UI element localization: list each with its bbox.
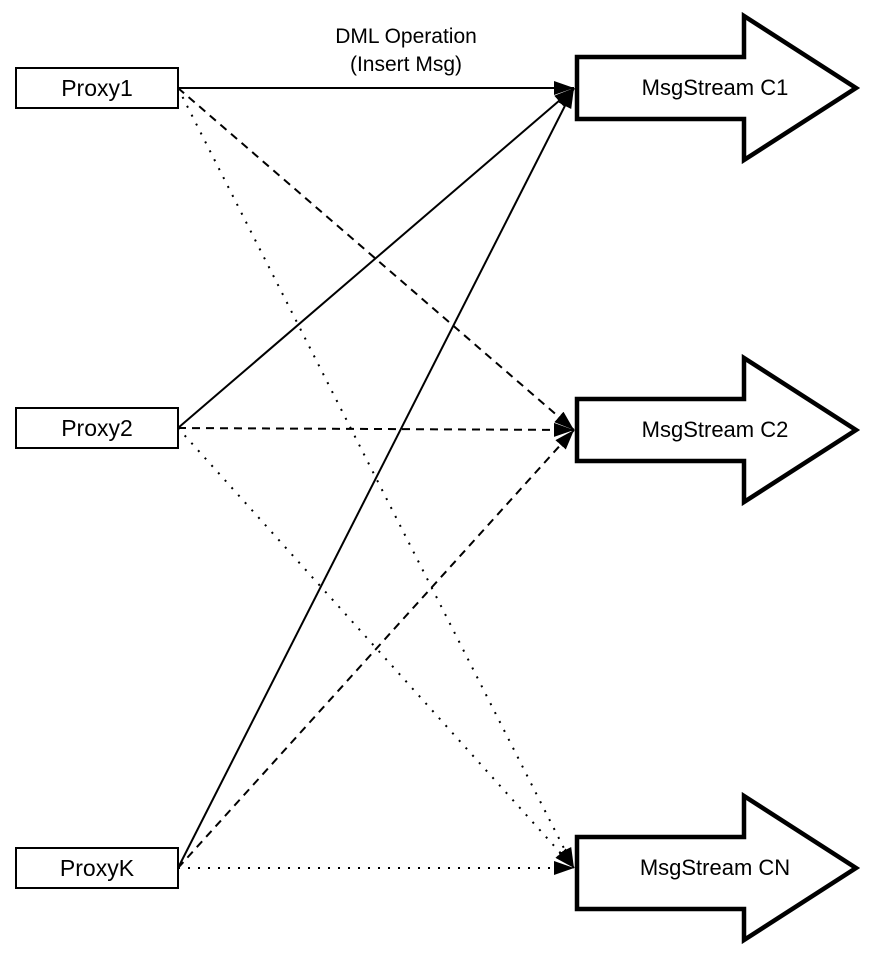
proxy1-label: Proxy1 <box>61 75 133 101</box>
proxyk-label: ProxyK <box>60 855 135 881</box>
stream-cn-label: MsgStream CN <box>640 855 790 880</box>
connector-proxyk-c1-solid <box>177 87 575 869</box>
proxyk-box <box>15 847 179 889</box>
stream-c2: MsgStream C2 <box>574 353 861 507</box>
proxyk-node: ProxyK <box>15 847 179 889</box>
stream-c1: MsgStream C1 <box>574 11 861 165</box>
caption-line1: DML Operation <box>335 25 477 48</box>
stream-cn: MsgStream CN <box>574 791 861 945</box>
stream-c2-label: MsgStream C2 <box>642 417 789 442</box>
proxy2-node: Proxy2 <box>15 407 179 449</box>
connector-proxyk-c2-dashed <box>177 429 575 869</box>
proxy2-label: Proxy2 <box>61 415 133 441</box>
connector-proxy2-c1-solid <box>177 87 575 429</box>
stream-cn-block-arrow-icon <box>574 791 861 945</box>
proxy1-node: Proxy1 <box>15 67 179 109</box>
connector-proxy2-c2-dashed <box>177 422 575 437</box>
connector-proxy1-c2-dashed <box>177 87 575 431</box>
proxy2-box <box>15 407 179 449</box>
stream-c1-block-arrow-icon <box>574 11 861 165</box>
stream-c2-block-arrow-icon <box>574 353 861 507</box>
stream-c1-label: MsgStream C1 <box>642 75 789 100</box>
caption-line2: (Insert Msg) <box>350 53 462 76</box>
